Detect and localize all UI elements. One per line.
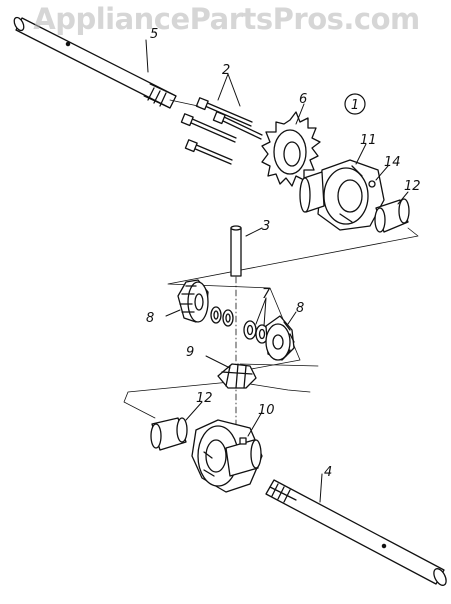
callout-5: 5 [150, 27, 158, 42]
callout-6: 6 [299, 92, 307, 107]
part-7-washers [210, 306, 269, 344]
part-4-axle-shaft [265, 479, 447, 586]
part-12-bushing-upper [374, 198, 410, 233]
callout-14: 14 [384, 155, 401, 170]
callout-8-left: 8 [146, 311, 154, 326]
callout-7: 7 [262, 287, 271, 302]
callout-11: 11 [360, 133, 377, 148]
callout-12-upper: 12 [404, 179, 421, 194]
callout-2: 2 [222, 63, 230, 78]
part-2-bolts [180, 97, 263, 165]
diagram-ref-number: 1 [351, 98, 359, 113]
part-12-bushing-lower [150, 417, 188, 451]
callout-3: 3 [262, 219, 270, 234]
part-9-pinion-gear [217, 363, 257, 389]
diagram-ref-badge: 1 [344, 93, 366, 115]
part-5-axle-shaft [13, 16, 177, 109]
callout-8-right: 8 [296, 301, 304, 316]
part-6-sprocket [261, 111, 321, 187]
part-10-housing [191, 419, 263, 493]
callout-4: 4 [324, 465, 332, 480]
part-8-bevel-gear-left [177, 279, 209, 323]
callout-9: 9 [186, 345, 194, 360]
construction-lines [123, 99, 419, 471]
callout-12-lower: 12 [196, 391, 213, 406]
callout-10: 10 [258, 403, 275, 418]
leader-lines [145, 39, 409, 503]
part-3-pin [230, 225, 242, 277]
part-8-bevel-gear-right [265, 315, 295, 361]
part-11-housing [299, 159, 385, 231]
